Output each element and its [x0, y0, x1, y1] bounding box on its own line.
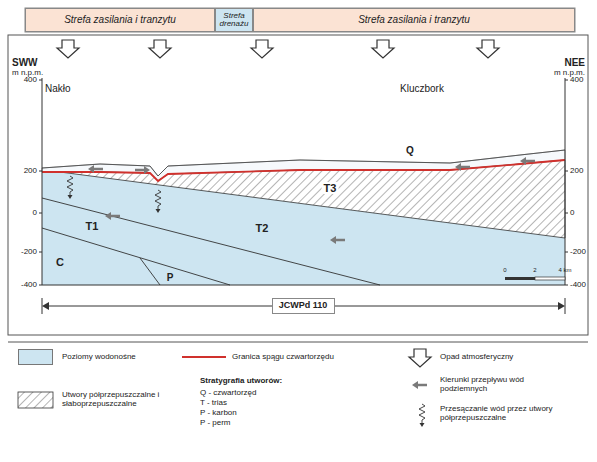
zone-label: Strefa drenażu: [216, 12, 252, 29]
label: -200: [21, 248, 37, 257]
legend-swatch: [18, 349, 53, 365]
legend-text: Granica spągu czwartorzędu: [232, 353, 334, 362]
label: T2: [256, 222, 269, 234]
label: 0: [33, 209, 37, 218]
label: 400: [570, 76, 583, 85]
label: SWW: [12, 57, 38, 68]
label: -200: [570, 248, 586, 257]
label: NEE: [564, 57, 585, 68]
label: T1: [86, 220, 99, 232]
legend-text: Utwory półprzepuszczalne i słaboprzepusz…: [62, 391, 180, 409]
label: 4 km: [558, 267, 571, 274]
label: 400: [24, 76, 37, 85]
label: 0: [570, 209, 574, 218]
label: Kluczbork: [400, 83, 444, 94]
label: 0: [503, 267, 506, 274]
label: 200: [24, 167, 37, 176]
label: Q - czwartorzęd: [200, 389, 256, 398]
zone-label: Strefa zasilania i tranzytu: [358, 15, 470, 26]
water-body-box: JCWPd 110: [272, 298, 335, 314]
label: 200: [570, 167, 583, 176]
legend-text: Poziomy wodonośne: [62, 353, 136, 362]
zone-box: Strefa zasilania i tranzytu: [253, 8, 575, 32]
label: Q: [406, 145, 414, 156]
label: P - karbon: [200, 409, 237, 418]
label: Stratygrafia utworów:: [200, 377, 282, 386]
label: T3: [322, 182, 339, 194]
zone-box: Strefa drenażu: [215, 8, 253, 32]
label: 2: [533, 267, 536, 274]
legend-text: Opad atmosferyczny: [440, 353, 513, 362]
label: T - trias: [200, 399, 227, 408]
zone-box: Strefa zasilania i tranzytu: [25, 8, 215, 32]
zone-label: Strefa zasilania i tranzytu: [64, 15, 176, 26]
zone-label: JCWPd 110: [279, 301, 328, 310]
label: -400: [21, 281, 37, 290]
label: P: [167, 272, 174, 283]
legend-text: Kierunki przepływu wód podziemnych: [440, 376, 570, 394]
label: P - perm: [200, 419, 231, 428]
label: Nakło: [45, 83, 71, 94]
label: -400: [570, 281, 586, 290]
label: C: [56, 256, 64, 268]
legend-text: Przesączanie wód przez utwory półprzepus…: [440, 405, 570, 423]
